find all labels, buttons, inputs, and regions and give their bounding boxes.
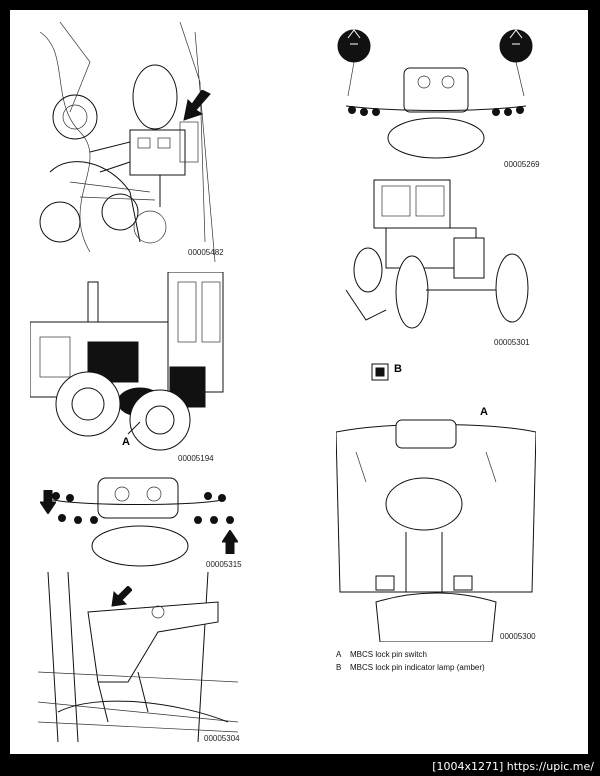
callout-a: A [480,406,488,418]
figure-id: 00005194 [178,454,214,463]
dash-lights-drawing [52,477,234,567]
figure-grader-rear: 00005301 [336,170,536,350]
figure-id: 00005301 [494,338,530,347]
legend-row: A MBCS lock pin switch [336,648,485,661]
frame-detail-drawing [38,572,238,743]
callout-b: B [394,363,402,375]
image-source-footer: [1004x1271] https://upic.me/ [432,760,594,773]
legend-row: B MBCS lock pin indicator lamp (amber) [336,661,485,674]
callout-a: A [122,436,130,448]
arrow-icon [222,530,238,554]
arrow-icon [110,586,132,608]
manual-page: 00005482 A 00005194 [10,10,588,754]
figure-hydraulic-block: 00005482 [30,22,230,262]
hydraulic-block-drawing [39,22,216,262]
figure-id: 00005315 [206,560,242,569]
legend-key: B [336,663,342,672]
figure-cab-interior: B A 00005300 [336,362,536,642]
figure-dash-top: 00005269 [336,26,540,176]
figure-frame-detail: 00005304 [38,572,240,747]
figure-id: 00005269 [504,160,540,169]
machine-side-drawing [30,272,224,451]
figure-machine-side: A 00005194 [30,272,230,467]
legend-key: A [336,650,342,659]
figure-dash-lights: 00005315 [38,476,242,572]
arrow-icon [40,490,56,514]
legend-text: MBCS lock pin switch [350,650,427,659]
figure-id: 00005300 [500,632,536,641]
dash-top-drawing [337,29,533,159]
figure-id: 00005482 [188,248,224,257]
grader-rear-drawing [345,179,529,329]
legend-text: MBCS lock pin indicator lamp (amber) [350,663,485,672]
figure-id: 00005304 [204,734,240,743]
arrow-icon [180,90,214,124]
legend: A MBCS lock pin switch B MBCS lock pin i… [336,648,485,674]
cab-interior-drawing [336,363,536,642]
